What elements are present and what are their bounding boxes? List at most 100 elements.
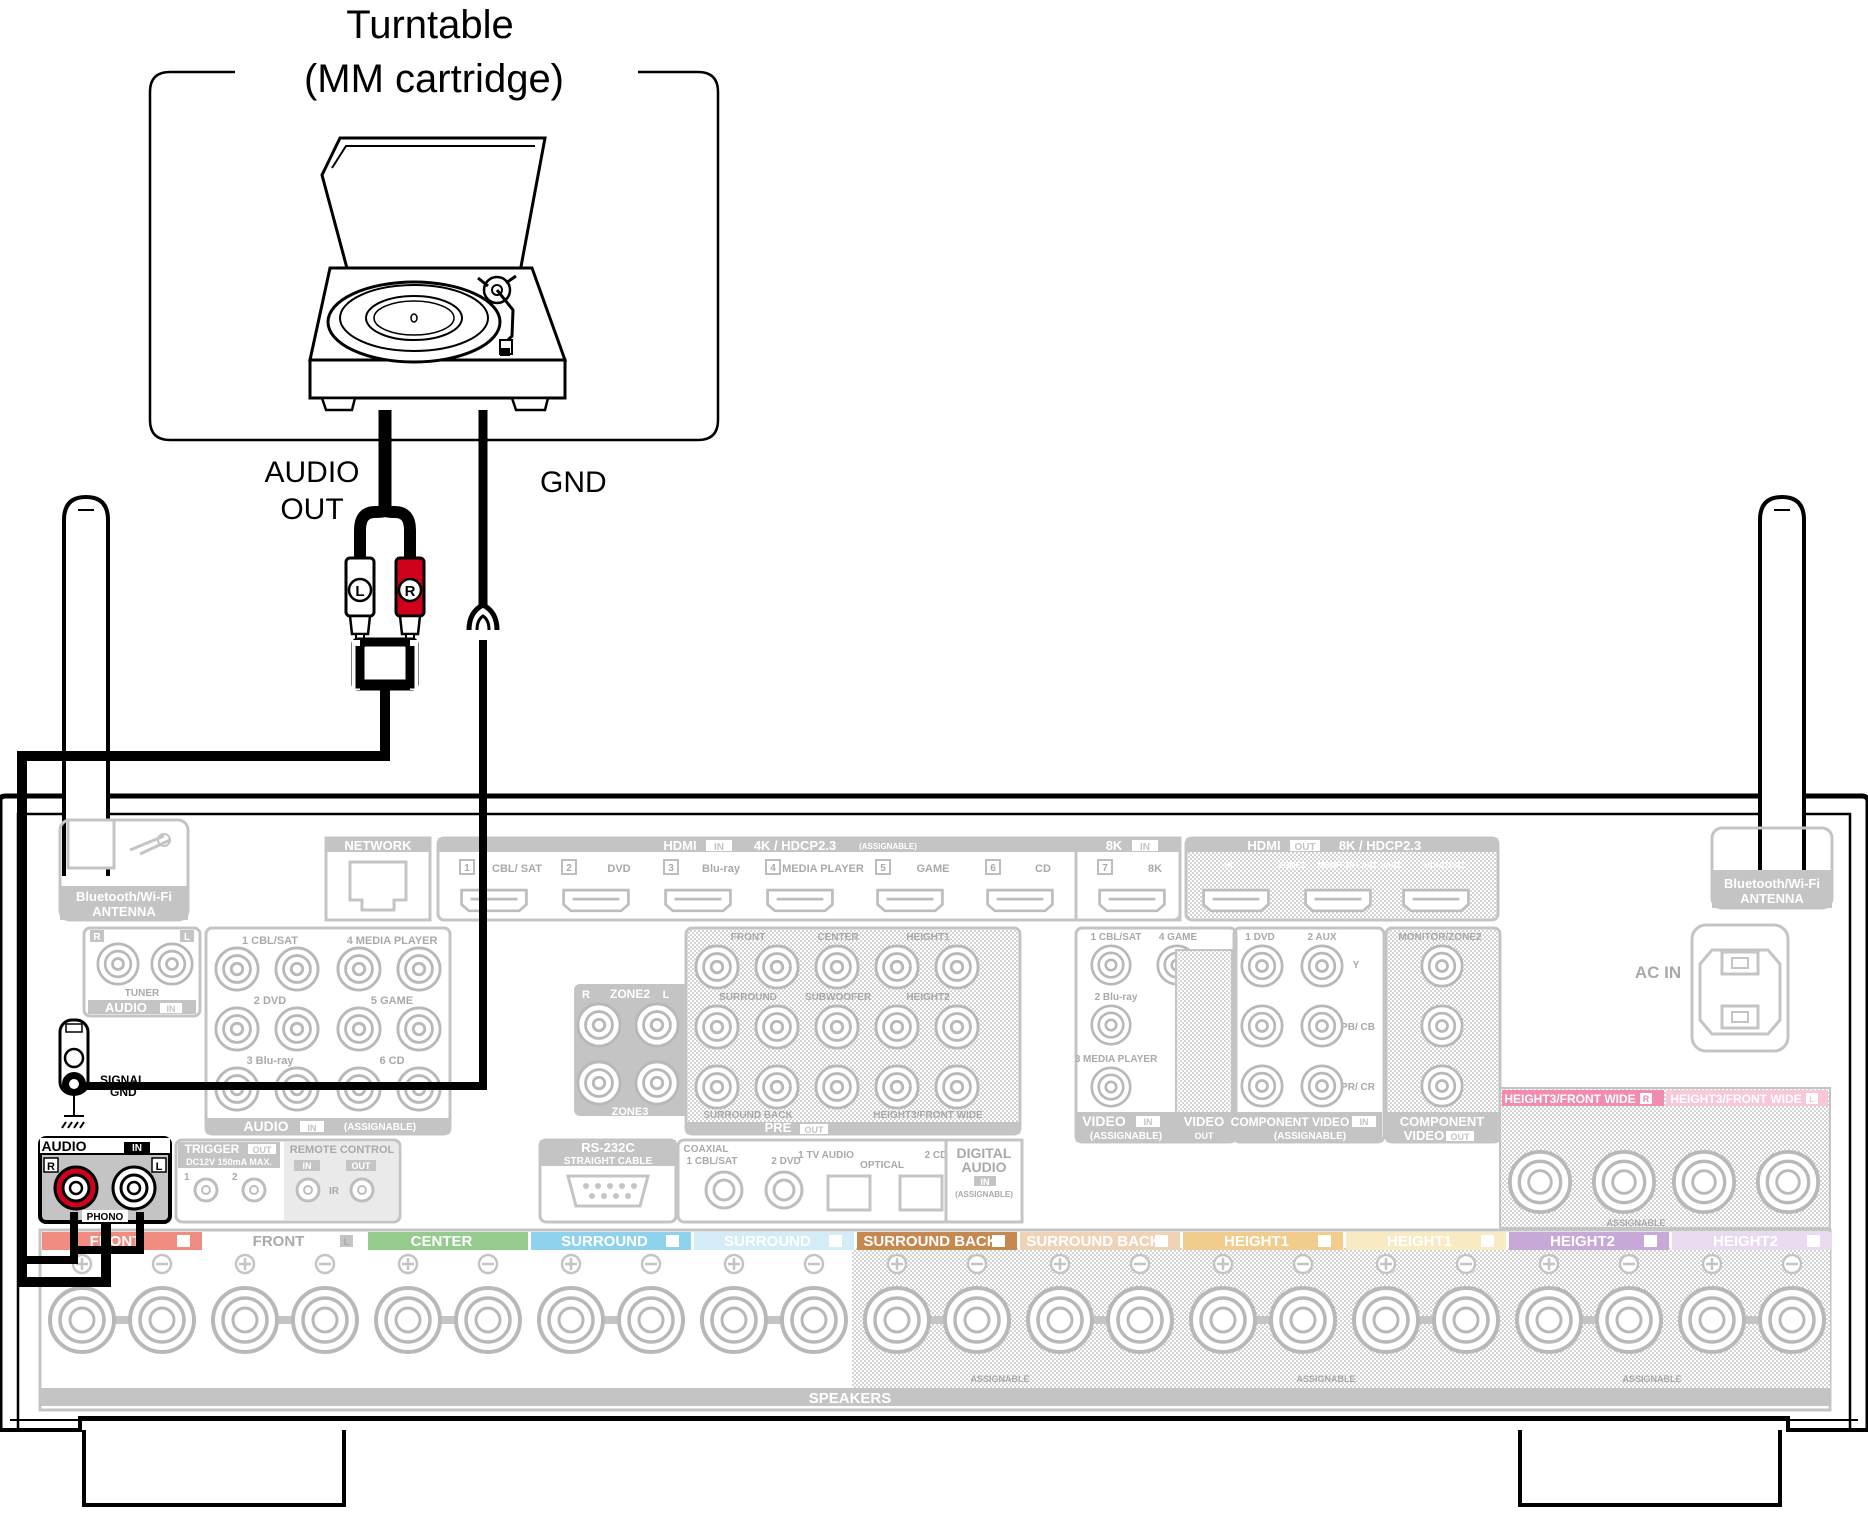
zone2-r: R [582, 989, 590, 1001]
hdmi-out-tag: OUT [1294, 842, 1315, 853]
component-label-2: 2 AUX [1307, 932, 1336, 943]
speaker-terminals: HEIGHT3/FRONT WIDE R HEIGHT3/FRONT WIDE … [38, 1087, 1832, 1412]
audio-in-tag: IN [308, 1123, 317, 1133]
speaker-band-1 [42, 1232, 202, 1250]
speaker-terminal-plus [863, 1286, 931, 1354]
speaker-ch-6: R [995, 1237, 1003, 1248]
hdmi-in-num-7: 7 [1102, 863, 1108, 874]
remote-in-tag: IN [303, 1161, 312, 1171]
hdmi-8k-title: 8K [1106, 838, 1123, 853]
pre-label: PRE [765, 1120, 792, 1135]
speaker-ch-11: L [1810, 1237, 1816, 1248]
hdmi-in-num-3: 3 [668, 863, 674, 874]
speaker-band-4 [531, 1232, 691, 1250]
signal-gnd-terminal[interactable]: SIGNAL GND [58, 1018, 145, 1129]
speaker-terminal-plus [1189, 1286, 1257, 1354]
component-label-3: MONITOR/ZONE2 [1398, 932, 1482, 943]
hdmi-in-label-2: DVD [607, 863, 630, 875]
trigger-label: TRIGGER [185, 1142, 240, 1156]
height3-l-ch: L [1809, 1094, 1815, 1104]
plug-l-mark: L [355, 583, 364, 600]
speaker-band-10 [1509, 1232, 1669, 1250]
speaker-ch-5: L [832, 1237, 838, 1248]
phono-input-block[interactable]: AUDIO IN R L PHONO [38, 1136, 172, 1224]
speakers-label: SPEAKERS [809, 1390, 892, 1407]
hdmi-in-num-4: 4 [770, 863, 776, 874]
pre-out-jack [814, 944, 860, 990]
tuner-block: R L TUNER AUDIO IN [82, 926, 202, 1018]
phono-l-mark: L [156, 1161, 163, 1173]
hdmi-in-num-1: 1 [464, 863, 470, 874]
speaker-terminal-plus [48, 1286, 116, 1354]
video-in-label: VIDEO [1082, 1113, 1126, 1129]
rs232c-block: RS-232C STRAIGHT CABLE [538, 1138, 678, 1224]
pre-out-jack [754, 944, 800, 990]
phono-r-mark: R [47, 1161, 55, 1173]
audio-in-label-6: 6 CD [379, 1055, 404, 1067]
video-label-3: 2 Blu-ray [1095, 992, 1138, 1003]
network-label: NETWORK [344, 838, 412, 853]
component-jack [1420, 944, 1464, 988]
audio-in-jack-l-5 [396, 1006, 442, 1052]
tuner-jack-r [96, 942, 140, 986]
rca-plug-right: R [394, 556, 426, 647]
foot-left [82, 1430, 346, 1507]
hdmi-8k-in-block: 8K IN [1074, 836, 1182, 922]
ac-in-label: AC IN [1635, 963, 1681, 982]
component-out-tag: OUT [1451, 1132, 1471, 1142]
audio-in-jack-l-1 [274, 946, 320, 992]
speaker-terminal-plus [374, 1286, 442, 1354]
hdmi-in-assignable: (ASSIGNABLE) [859, 842, 917, 851]
audio-in-jack-r-1 [214, 946, 260, 992]
pre-out-jack [934, 944, 980, 990]
hdmi-in-port-6 [986, 888, 1054, 913]
component-jack [1300, 1004, 1344, 1048]
network-port: NETWORK [324, 836, 432, 922]
pre-out-jack [934, 1064, 980, 1110]
pre-out-jack [874, 1004, 920, 1050]
trigger-2-label: 2 [232, 1172, 238, 1183]
hdmi-out-title: HDMI [1247, 838, 1280, 853]
hdmi-out-port-3 [1304, 888, 1372, 913]
gnd-cable [466, 410, 500, 631]
speaker-label-9: HEIGHT1 [1387, 1233, 1452, 1250]
hdmi-in-tag: IN [714, 842, 724, 853]
pre-out-jack [874, 944, 920, 990]
component-label-5: PB/ CB [1341, 1022, 1375, 1033]
audio-in-label-2: 2 DVD [254, 995, 286, 1007]
speaker-terminal-plus [1026, 1286, 1094, 1354]
tuner-jack-l [150, 942, 194, 986]
bt-antenna-right-block: Bluetooth/Wi-Fi ANTENNA [1710, 826, 1834, 910]
hdmi-in-label-5: GAME [917, 863, 950, 875]
audio-in-assignable: (ASSIGNABLE) [344, 1122, 416, 1133]
trigger-out-tag: OUT [253, 1145, 273, 1155]
speaker-ch-4: R [669, 1237, 677, 1248]
phono-in-tag: IN [132, 1143, 142, 1154]
hdmi-in-label-1: CBL/ SAT [492, 863, 542, 875]
speaker-band-8 [1183, 1232, 1343, 1250]
bt-antenna-right-line1: Bluetooth/Wi-Fi [1724, 876, 1820, 891]
speaker-ch-7: L [1158, 1237, 1164, 1248]
pre-out-tag: OUT [805, 1125, 825, 1135]
video-label-1: 1 CBL/SAT [1091, 932, 1142, 943]
hdmi-8k-tag: IN [1140, 842, 1150, 853]
component-jack [1240, 1064, 1284, 1108]
hdmi-in-label-3: Blu-ray [702, 863, 741, 875]
speaker-terminal-plus [1352, 1286, 1420, 1354]
speaker-terminal-minus [1269, 1286, 1337, 1354]
pre-out-label-8: HEIGHT3/FRONT WIDE [873, 1110, 983, 1121]
video-jack [1090, 944, 1132, 986]
digital-label-1: COAXIAL [684, 1144, 729, 1155]
video-label-4: 3 MEDIA PLAYER [1075, 1054, 1158, 1065]
component-jack [1420, 1004, 1464, 1048]
audio-in-label-3: 3 Blu-ray [246, 1055, 294, 1067]
phono-label: PHONO [87, 1212, 124, 1223]
audio-out-cable [354, 410, 416, 560]
hdmi-out-label-2: ZONE2 [1279, 861, 1306, 870]
rs232c-label: RS-232C [581, 1140, 635, 1155]
device-name-line2: (MM cartridge) [304, 57, 564, 101]
pre-out-jack [754, 1064, 800, 1110]
component-jack [1240, 944, 1284, 988]
